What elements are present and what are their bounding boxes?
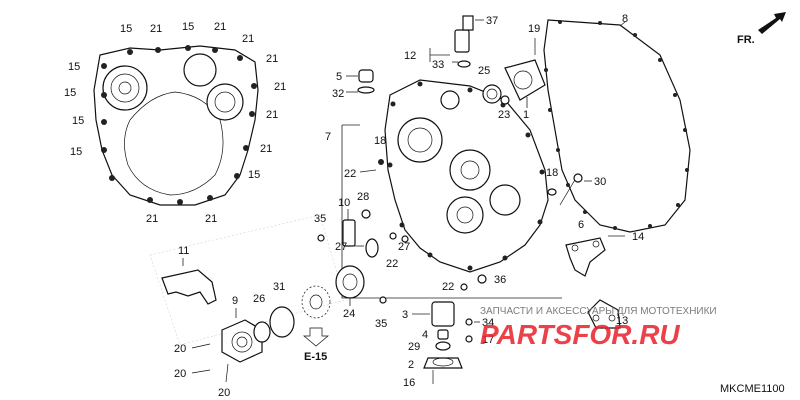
- svg-text:14: 14: [632, 231, 644, 243]
- svg-text:1: 1: [523, 109, 529, 121]
- callout-7: 7: [325, 131, 331, 143]
- svg-text:21: 21: [205, 213, 217, 225]
- svg-text:21: 21: [214, 21, 226, 33]
- upper-right-parts: 19 25 23 1: [478, 23, 546, 121]
- svg-text:28: 28: [357, 191, 369, 203]
- ref-e15-label: E-15: [304, 351, 327, 363]
- shift-bracket-14: 6 14: [565, 219, 644, 277]
- svg-text:33: 33: [432, 59, 444, 71]
- svg-text:13: 13: [616, 315, 628, 327]
- svg-text:15: 15: [248, 169, 260, 181]
- svg-text:20: 20: [174, 343, 186, 355]
- svg-text:25: 25: [478, 65, 490, 77]
- plate-13: 13: [587, 299, 628, 329]
- svg-text:16: 16: [403, 377, 415, 389]
- svg-text:15: 15: [120, 23, 132, 35]
- svg-text:22: 22: [442, 281, 454, 293]
- svg-text:20: 20: [218, 387, 230, 399]
- front-direction-indicator: FR.: [737, 12, 786, 46]
- svg-text:23: 23: [498, 109, 510, 121]
- svg-text:22: 22: [344, 168, 356, 180]
- catalog-code: MKCME1100: [720, 383, 785, 395]
- svg-text:21: 21: [146, 213, 158, 225]
- bearing-24: 24: [335, 265, 365, 320]
- bolts-20: 20 20 20: [174, 343, 230, 399]
- svg-text:19: 19: [528, 23, 540, 35]
- gasket-8: 8: [543, 13, 691, 233]
- svg-text:15: 15: [68, 61, 80, 73]
- svg-text:27: 27: [398, 241, 410, 253]
- svg-text:21: 21: [242, 33, 254, 45]
- left-cover-assembly: [93, 45, 259, 206]
- svg-text:20: 20: [174, 368, 186, 380]
- left-cover-callouts: 15 21 15 21 21 21 21 21 21 15 21 21 15 1…: [64, 21, 286, 225]
- fr-arrow-icon: [758, 12, 786, 34]
- svg-text:15: 15: [72, 115, 84, 127]
- svg-text:15: 15: [182, 21, 194, 33]
- svg-text:35: 35: [314, 213, 326, 225]
- svg-text:21: 21: [274, 81, 286, 93]
- svg-text:26: 26: [253, 293, 265, 305]
- svg-text:21: 21: [150, 23, 162, 35]
- small-fasteners: 18 22 28 27 22 11: [344, 135, 410, 270]
- svg-text:35: 35: [375, 318, 387, 330]
- svg-text:18: 18: [546, 167, 558, 179]
- svg-text:32: 32: [332, 88, 344, 100]
- svg-text:21: 21: [266, 53, 278, 65]
- svg-text:21: 21: [266, 109, 278, 121]
- svg-text:5: 5: [336, 71, 342, 83]
- svg-text:31: 31: [273, 281, 285, 293]
- svg-text:30: 30: [594, 176, 606, 188]
- svg-text:24: 24: [343, 308, 355, 320]
- watermark: ЗАПЧАСТИ И АКСЕССУАРЫ ДЛЯ МОТОТЕХНИКИ PA…: [480, 306, 717, 350]
- svg-text:29: 29: [408, 341, 420, 353]
- svg-text:17: 17: [482, 334, 494, 346]
- svg-text:8: 8: [622, 13, 628, 25]
- svg-text:22: 22: [386, 258, 398, 270]
- hatched-area: [149, 214, 346, 346]
- speed-sensor: 37 12 33: [404, 15, 498, 71]
- assembly-bracket-line: [341, 125, 562, 299]
- svg-text:37: 37: [486, 15, 498, 27]
- svg-text:18: 18: [374, 135, 386, 147]
- svg-text:11: 11: [178, 245, 189, 257]
- bracket-11: 11: [161, 245, 217, 305]
- svg-text:3: 3: [402, 309, 408, 321]
- watermark-brand: PARTSFOR.RU: [480, 319, 680, 350]
- svg-text:2: 2: [408, 359, 414, 371]
- svg-text:6: 6: [578, 219, 584, 231]
- svg-text:12: 12: [404, 50, 416, 62]
- transmission-case: [384, 79, 549, 273]
- e15-reference: E-15: [301, 285, 331, 363]
- svg-text:10: 10: [338, 197, 350, 209]
- svg-text:9: 9: [232, 295, 238, 307]
- shaft-10: 10 35 27: [314, 197, 379, 258]
- svg-text:34: 34: [482, 317, 494, 329]
- svg-text:4: 4: [422, 329, 428, 341]
- fr-label: FR.: [737, 34, 755, 46]
- filter-3: 3 34 4 17 29 2 16: [402, 301, 494, 389]
- dipstick-6: 18 30: [546, 167, 606, 206]
- watermark-top-text: ЗАПЧАСТИ И АКСЕССУАРЫ ДЛЯ МОТОТЕХНИКИ: [480, 306, 717, 317]
- svg-text:36: 36: [494, 274, 506, 286]
- svg-text:15: 15: [64, 87, 76, 99]
- svg-text:21: 21: [260, 143, 272, 155]
- drain-plug-5: 5 32: [332, 69, 375, 100]
- svg-text:15: 15: [70, 146, 82, 158]
- svg-text:27: 27: [335, 241, 347, 253]
- bearing-housing-9: 9 26 31: [221, 281, 295, 363]
